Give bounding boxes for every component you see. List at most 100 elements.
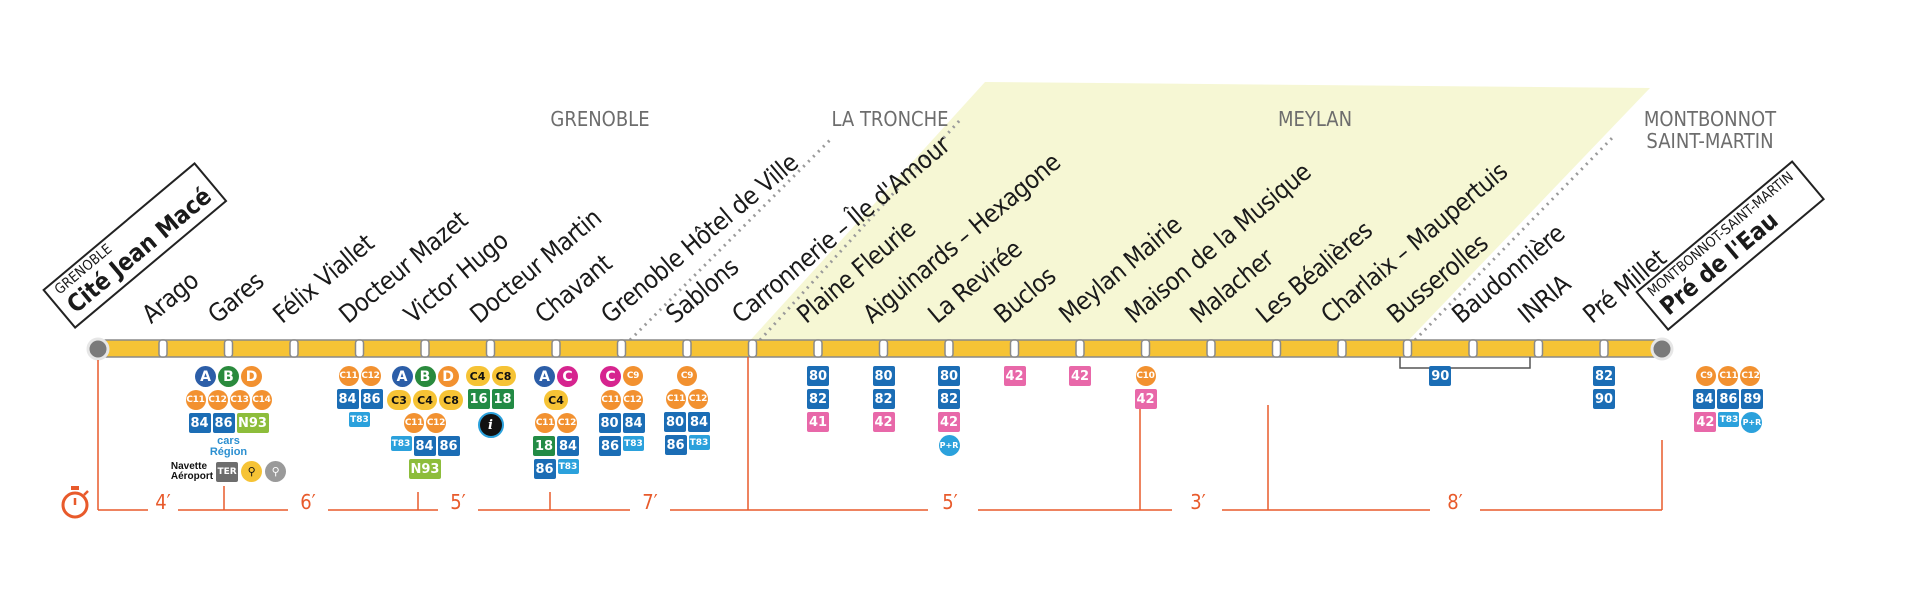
line-badge: C12 [426, 413, 446, 433]
line-badge: C13 [229, 390, 250, 410]
badge-row: 80 [872, 366, 895, 386]
line-badge: 86 [212, 413, 235, 433]
line-badge: C12 [360, 366, 381, 386]
stop-marker [682, 339, 692, 358]
line-badge: T83 [623, 436, 644, 451]
badge-row: C10 [1135, 366, 1156, 386]
badge-row: 42 [1069, 366, 1091, 386]
zone-montbonnot-line1: MONTBONNOT [1643, 107, 1777, 131]
stop-marker [420, 339, 430, 358]
line-badge: 80 [598, 413, 621, 433]
stop-marker [616, 339, 627, 358]
stop-marker [1009, 339, 1020, 358]
line-badge: T83 [349, 412, 370, 427]
line-badge: C11 [1718, 366, 1739, 386]
stop-marker [747, 339, 758, 358]
line-badge: T83 [390, 436, 412, 451]
line-badge: 80 [807, 366, 829, 386]
badge-row: 82 [1593, 366, 1615, 386]
line-badge: B [218, 366, 239, 387]
stop-marker [551, 339, 561, 358]
line-badge: C11 [666, 389, 686, 409]
line-badge: C4 [465, 366, 490, 386]
line-badge: T83 [557, 459, 579, 474]
stopwatch-icon [61, 486, 89, 519]
travel-time: 5′ [450, 490, 466, 514]
badge-row: 41 [807, 412, 829, 432]
travel-time: 8′ [1447, 490, 1463, 514]
connection-block-busserolles-baudonniere: 90 [1380, 366, 1500, 386]
badge-row: 42 [872, 412, 895, 432]
line-badge: 86 [437, 436, 460, 456]
stop-marker [944, 339, 954, 358]
park-and-ride-icon: P+R [1741, 412, 1763, 433]
badge-row: 80 [938, 366, 960, 386]
line-badge: 82 [938, 389, 960, 409]
stop-marker [1075, 339, 1085, 358]
line-badge: 84 [688, 412, 710, 432]
stop-marker [1468, 339, 1478, 358]
stop-marker [1599, 339, 1609, 358]
line-badge: C11 [600, 390, 621, 410]
zone-divider-montbonnot [1413, 133, 1617, 342]
line-badge: 86 [599, 436, 621, 456]
stop-markers [158, 339, 1609, 358]
line-badge: D [437, 366, 459, 387]
line-badge: C11 [404, 413, 424, 433]
line-badge: 90 [1593, 389, 1615, 409]
line-badge: T83 [1718, 412, 1740, 427]
travel-time: 5′ [942, 490, 958, 514]
badge-row: 42 [1134, 389, 1157, 409]
line-badge: 41 [807, 412, 829, 432]
badge-row: N93 [409, 459, 441, 479]
bike-rental-icon: ⚲ [241, 461, 263, 482]
line-badge: 82 [872, 389, 895, 409]
timeline [97, 357, 1663, 511]
connection-block-meylan-mairie: 42 [1020, 366, 1140, 386]
line-badge: C10 [1135, 366, 1156, 386]
badge-row: T83 [349, 412, 370, 427]
line-badge: C12 [1740, 366, 1761, 386]
line-badge: C8 [439, 390, 463, 410]
line-badge: 42 [1069, 366, 1091, 386]
connection-block-aiguinards: 80 82 42 [824, 366, 944, 432]
line-badge: 42 [938, 412, 960, 432]
terminus-end-marker [1650, 337, 1674, 361]
travel-time: 6′ [300, 490, 316, 514]
line-badge: C11 [185, 390, 206, 410]
line-badge: 80 [872, 366, 895, 386]
stop-marker [289, 339, 299, 358]
line-badge: 84 [413, 436, 436, 456]
cars-label: cars [217, 435, 240, 447]
stop-marker [1140, 339, 1151, 358]
line-badge: 84 [557, 436, 579, 456]
line-badge: 84 [1693, 389, 1716, 409]
line-badge: C12 [622, 390, 643, 410]
zone-label-meylan: MEYLAN [1250, 108, 1380, 130]
line-badge: C9 [677, 366, 697, 386]
region-label: Région [209, 446, 248, 458]
stop-marker [878, 339, 889, 358]
line-badge: 18 [491, 389, 514, 409]
line-badge: 86 [360, 389, 383, 409]
line-badge: C12 [207, 390, 228, 410]
travel-time: 4′ [155, 490, 171, 514]
